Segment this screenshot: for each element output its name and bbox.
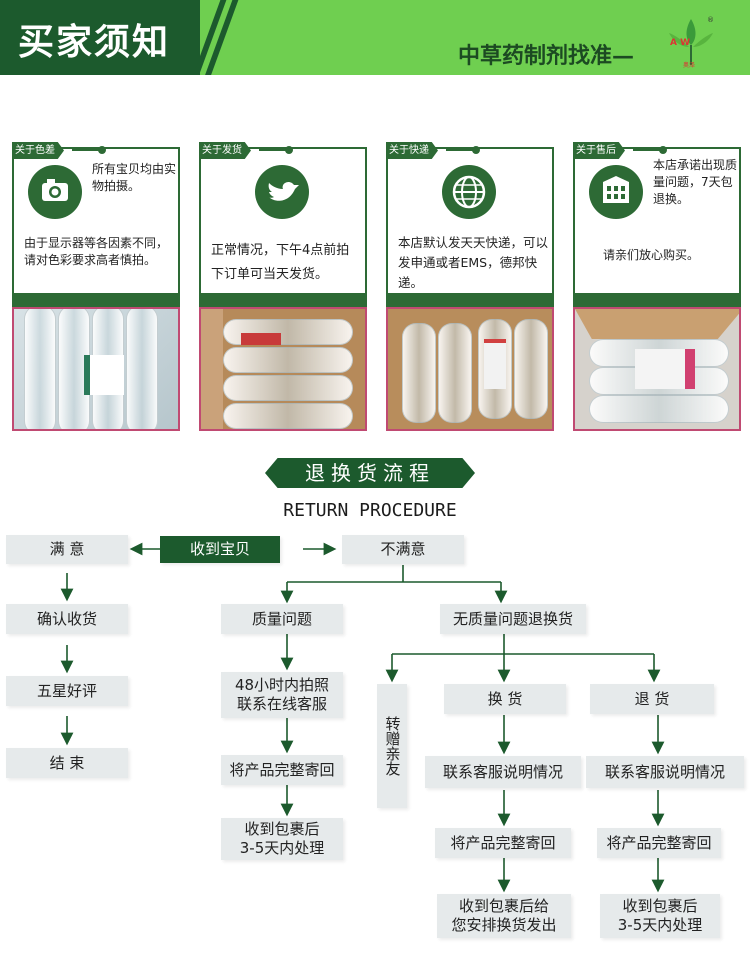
- flow-photo-48h: 48小时内拍照 联系在线客服: [221, 672, 343, 718]
- card-main-text: 本店默认发天天快递，可以发申通或者EMS，德邦快递。: [398, 235, 549, 290]
- info-card-aftersales: 关于售后 本店承诺出现质量问题，7天包退换。 请亲们放心购买。: [573, 139, 741, 431]
- card-line: [633, 149, 661, 151]
- info-card-express: 关于快递 本店默认发天天快递，可以发申通或者EMS，德邦快递。: [386, 139, 554, 431]
- card-tag: 关于快递: [386, 142, 438, 159]
- card-tag: 关于售后: [573, 142, 625, 159]
- card-line: [72, 149, 100, 151]
- procedure-ribbon: 退换货流程: [265, 458, 475, 488]
- card-frame: [12, 147, 180, 307]
- flow-ship-exchange-line1: 收到包裹后给: [458, 897, 549, 915]
- flow-contact-refund: 联系客服说明情况: [586, 756, 744, 788]
- flow-photo-48h-line2: 联系在线客服: [236, 695, 327, 713]
- flow-contact-exchange: 联系客服说明情况: [425, 756, 581, 788]
- card-bar: [386, 293, 554, 307]
- flow-process-refund-line1: 收到包裹后: [622, 897, 698, 915]
- flow-process-refund-line2: 3-5天内处理: [617, 916, 703, 934]
- flow-photo-48h-line1: 48小时内拍照: [234, 676, 330, 694]
- flow-process-q-line2: 3-5天内处理: [239, 839, 325, 857]
- flow-return-product-q: 将产品完整寄回: [221, 755, 343, 785]
- flow-no-quality-issue: 无质量问题退换货: [440, 604, 586, 634]
- flow-ship-exchange: 收到包裹后给 您安排换货发出: [437, 894, 571, 938]
- card-main-text: 正常情况，下午4点前拍下订单可当天发货。: [211, 243, 350, 282]
- bird-icon: [255, 165, 309, 219]
- header-title-background: [0, 0, 200, 75]
- card-main-text: 由于显示器等各因素不同，请对色彩要求高者慎拍。: [24, 236, 169, 267]
- product-photo-bubble-wrap: [12, 307, 180, 431]
- card-line: [446, 149, 474, 151]
- flow-received: 收到宝贝: [160, 536, 280, 563]
- flow-process-q: 收到包裹后 3-5天内处理: [221, 818, 343, 860]
- card-line: [259, 149, 287, 151]
- card-dot: [659, 146, 667, 154]
- info-card-color: 关于色差 所有宝贝均由实物拍摄。 由于显示器等各因素不同，请对色彩要求高者慎拍。: [12, 139, 180, 431]
- header-banner: 买家须知 中草药制剂找准— A W 奥泽 ®: [0, 0, 750, 75]
- flow-confirm-receipt: 确认收货: [6, 604, 128, 634]
- svg-text:®: ®: [707, 16, 714, 24]
- flow-end: 结 束: [6, 748, 128, 778]
- info-card-shipping: 关于发货 正常情况，下午4点前拍下订单可当天发货。: [199, 139, 367, 431]
- building-icon: [589, 165, 643, 219]
- flow-exchange: 换 货: [444, 684, 566, 714]
- flow-return-refund: 将产品完整寄回: [597, 828, 721, 858]
- flow-process-refund: 收到包裹后 3-5天内处理: [600, 894, 720, 938]
- flow-process-q-line1: 收到包裹后: [244, 820, 320, 838]
- procedure-title-en: RETURN PROCEDURE: [283, 500, 457, 521]
- card-dot: [98, 146, 106, 154]
- procedure-title: 退换货流程: [305, 461, 435, 485]
- flow-ship-exchange-line2: 您安排换货发出: [451, 916, 557, 934]
- flow-gift: 转赠亲友: [377, 684, 407, 808]
- card-dot: [285, 146, 293, 154]
- svg-text:A W: A W: [670, 38, 690, 48]
- flow-refund: 退 货: [590, 684, 714, 714]
- card-side-text: 本店承诺出现质量问题，7天包退换。: [653, 158, 738, 206]
- camera-icon: [28, 165, 82, 219]
- page-title: 买家须知: [18, 21, 171, 63]
- card-bar: [199, 293, 367, 307]
- card-bar: [12, 293, 180, 307]
- card-dot: [472, 146, 480, 154]
- globe-icon: [442, 165, 496, 219]
- card-tag: 关于色差: [12, 142, 64, 159]
- card-side-text: 所有宝贝均由实物拍摄。: [92, 162, 177, 193]
- card-main-text: 请亲们放心购买。: [603, 248, 700, 262]
- card-bar: [573, 293, 741, 307]
- flow-quality-issue: 质量问题: [221, 604, 343, 634]
- brand-logo: A W 奥泽 ®: [663, 15, 719, 71]
- product-photo-box: [573, 307, 741, 431]
- flow-five-star: 五星好评: [6, 676, 128, 706]
- flow-unsatisfied: 不满意: [342, 535, 464, 564]
- flow-satisfied: 满 意: [6, 535, 128, 564]
- product-photo-box: [199, 307, 367, 431]
- flow-return-exchange: 将产品完整寄回: [435, 828, 571, 858]
- product-photo-box: [386, 307, 554, 431]
- card-tag: 关于发货: [199, 142, 251, 159]
- header-slogan: 中草药制剂找准—: [458, 43, 635, 69]
- svg-text:奥泽: 奥泽: [683, 61, 695, 69]
